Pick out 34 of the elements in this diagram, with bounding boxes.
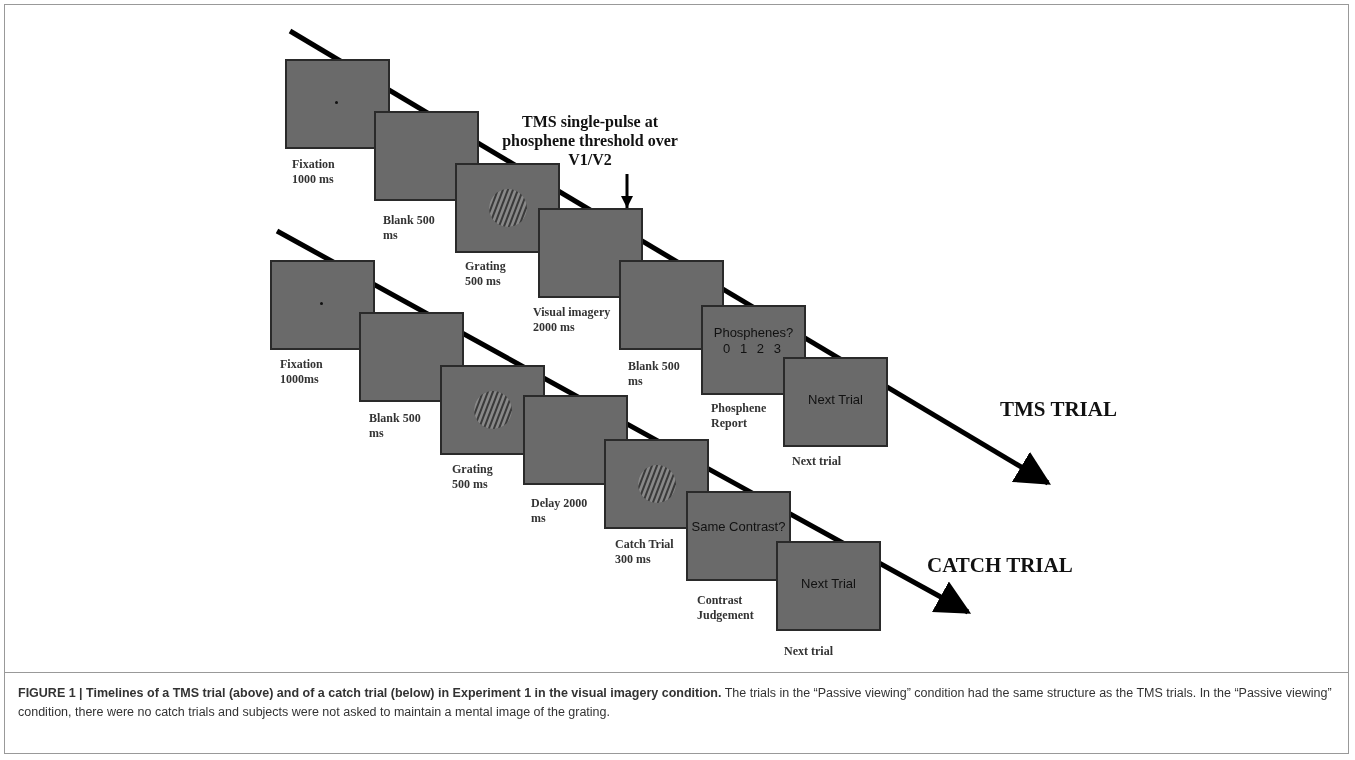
screen-frame (455, 163, 560, 253)
screen-caption: Next trial (792, 454, 842, 469)
arrow (621, 174, 633, 208)
screen-caption: Blank 500 ms (369, 411, 422, 441)
screen-frame (285, 59, 390, 149)
screen-text: 0 1 2 3 (723, 341, 784, 357)
screen-caption: Next trial (784, 644, 834, 659)
trial-label: TMS TRIAL (1000, 397, 1117, 422)
screen-caption: Contrast Judgement (697, 593, 755, 623)
screen-caption: Fixation 1000ms (280, 357, 324, 387)
screen-frame (783, 357, 888, 447)
screen-text: Next Trial (801, 576, 856, 592)
screen-caption: Delay 2000 ms (531, 496, 589, 526)
screen-caption: Blank 500 ms (383, 213, 436, 243)
screen-caption: Visual imagery 2000 ms (533, 305, 612, 335)
screen-text: Same Contrast? (691, 519, 786, 535)
screen-frame (538, 208, 643, 298)
annotation-text: TMS single-pulse at phosphene threshold over V1/V2 (495, 112, 685, 169)
screen-text: Next Trial (808, 392, 863, 408)
screen-caption: Phosphene Report (711, 401, 768, 431)
figure-caption: FIGURE 1 | Timelines of a TMS trial (above) and of a catch trial (below) in Experiment 1 in the visual imagery condition. The trials in the “Passive viewing” condition had the same structure as the TMS trials. In the “Passive viewing” condition, there were no catch trials and subjects were not asked to maintain a mental image of the grating. (18, 685, 1333, 721)
screen-caption: Fixation 1000 ms (292, 157, 336, 187)
screen-caption: Grating 500 ms (452, 462, 494, 492)
screen-frame (270, 260, 375, 350)
screen-frame (374, 111, 479, 201)
screen-frame (359, 312, 464, 402)
screen-caption: Catch Trial 300 ms (615, 537, 675, 567)
screen-text: Phosphenes? (713, 325, 794, 341)
screen-frame (701, 305, 806, 395)
screen-frame (686, 491, 791, 581)
screen-frame (776, 541, 881, 631)
screen-caption: Blank 500 ms (628, 359, 681, 389)
screen-caption: Grating 500 ms (465, 259, 507, 289)
trial-label: CATCH TRIAL (927, 553, 1073, 578)
